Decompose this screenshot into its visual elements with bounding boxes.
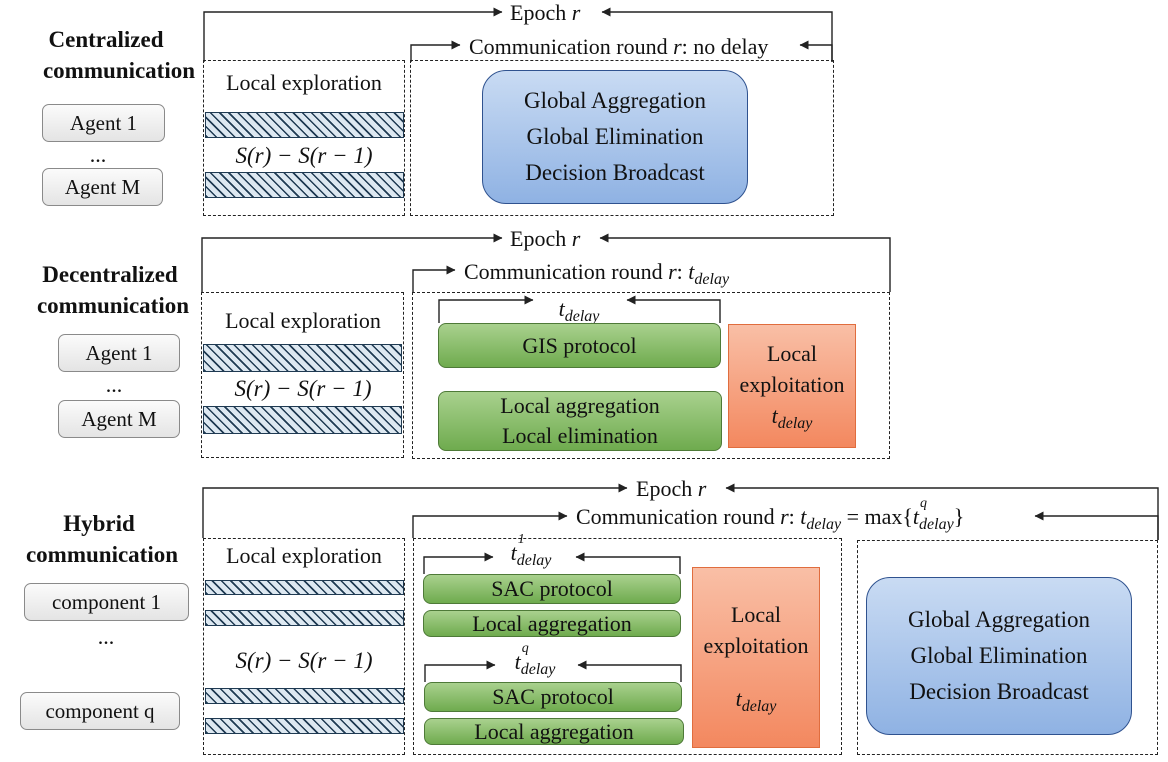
gis-delay-arrow-right	[626, 295, 721, 323]
hybrid-exploit-delay: tdelay	[735, 685, 777, 715]
hybrid-comm-round-arrow-left	[412, 511, 568, 538]
hybrid-global-aggregation: Global Aggregation	[907, 607, 1091, 632]
hybrid-title-line1: Hybrid	[63, 511, 135, 536]
sac-protocol-box-q: SAC protocol	[424, 682, 682, 712]
hybrid-local-aggregation-label-q: Local aggregation	[474, 718, 634, 744]
hybrid-local-exploration-label: Local exploration	[226, 543, 382, 568]
centralized-agent-m: Agent M	[42, 168, 163, 206]
hybrid-hatch-3	[205, 688, 404, 704]
hybrid-global-box: Global Aggregation Global Elimination De…	[866, 577, 1132, 735]
hybrid-epoch-arrow-left	[202, 483, 628, 538]
hybrid-local-aggregation-box-q: Local aggregation	[424, 718, 684, 745]
centralized-hatch-top	[205, 112, 404, 138]
hybrid-title-line2: communication	[25, 542, 179, 567]
sac-protocol-box-1: SAC protocol	[423, 574, 681, 604]
gis-delay-arrow-left	[438, 295, 534, 323]
hybrid-comm-round-box	[413, 538, 842, 755]
centralized-epoch-arrow-right	[601, 7, 833, 62]
centralized-hatch-bottom	[205, 172, 404, 198]
gis-protocol-box: GIS protocol	[438, 323, 721, 368]
centralized-exploration-box	[203, 60, 405, 216]
centralized-local-exploration-label: Local exploration	[226, 70, 382, 95]
hybrid-global-elimination: Global Elimination	[910, 643, 1088, 668]
hybrid-local-aggregation-box-1: Local aggregation	[423, 610, 681, 637]
decentralized-exploit-line1: Local	[766, 341, 818, 366]
decentralized-local-agg-elim-box: Local aggregation Local elimination	[438, 391, 722, 451]
centralized-epoch-arrow-left	[203, 7, 503, 62]
decentralized-agent-m: Agent M	[58, 400, 180, 438]
hybrid-comm-round-arrow-right	[1034, 511, 1159, 540]
decentralized-epoch-arrow-left	[201, 233, 503, 292]
hybrid-exploit-line2: exploitation	[703, 632, 809, 658]
hybrid-exploration-box	[203, 538, 405, 755]
sacq-delay-arrow-right	[577, 660, 682, 682]
hybrid-hatch-1	[205, 580, 404, 595]
decentralized-epoch-label: Epoch r	[510, 226, 581, 251]
centralized-title-line1: Centralized	[48, 27, 164, 52]
centralized-global-aggregation: Global Aggregation	[523, 88, 707, 113]
decentralized-title-line2: communication	[36, 293, 190, 318]
decentralized-hatch-bottom	[203, 406, 402, 434]
decentralized-title-line1: Decentralized	[42, 262, 178, 287]
centralized-comm-round-arrow-right	[799, 40, 833, 62]
centralized-decision-broadcast: Decision Broadcast	[525, 160, 705, 185]
decentralized-exploit-delay: tdelay	[771, 403, 813, 432]
centralized-comm-round-arrow-left	[410, 40, 461, 62]
centralized-global-box: Global Aggregation Global Elimination De…	[482, 70, 748, 204]
hybrid-hatch-4	[205, 718, 404, 734]
decentralized-agent-1: Agent 1	[58, 334, 180, 372]
decentralized-comm-round-label: Communication round r: tdelay	[464, 259, 730, 288]
decentralized-sr-label: S(r) − S(r − 1)	[234, 376, 372, 401]
centralized-global-elimination: Global Elimination	[526, 124, 704, 149]
decentralized-local-exploitation-box: Local exploitation tdelay	[728, 324, 856, 448]
sac1-delay-arrow-left	[423, 552, 494, 574]
decentralized-local-exploration-label: Local exploration	[225, 308, 381, 333]
gis-protocol-label: GIS protocol	[522, 332, 637, 358]
decentralized-agent-ellipsis: ...	[105, 372, 123, 397]
hybrid-epoch-arrow-right	[725, 483, 1159, 540]
hybrid-local-aggregation-label-1: Local aggregation	[472, 610, 632, 636]
hybrid-component-1: component 1	[24, 583, 189, 621]
hybrid-sr-label: S(r) − S(r − 1)	[235, 648, 373, 673]
hybrid-hatch-2	[205, 610, 404, 626]
sac1-delay-arrow-right	[575, 552, 681, 574]
decentralized-comm-round-arrow-left	[412, 265, 456, 292]
sacq-delay-arrow-left	[424, 660, 496, 682]
centralized-agent-1: Agent 1	[42, 104, 165, 142]
decentralized-exploit-line2: exploitation	[739, 372, 845, 397]
centralized-sr-label: S(r) − S(r − 1)	[235, 143, 373, 168]
hybrid-component-ellipsis: ...	[97, 624, 115, 649]
sac-protocol-label-q: SAC protocol	[492, 684, 614, 709]
centralized-title-line2: communication	[42, 58, 196, 83]
hybrid-global-outer-box	[857, 540, 1158, 755]
hybrid-component-q: component q	[20, 692, 180, 730]
centralized-agent-ellipsis: ...	[89, 142, 107, 167]
hybrid-local-exploitation-box: Local exploitation tdelay	[692, 567, 820, 748]
centralized-comm-round-box	[410, 60, 834, 216]
sac-protocol-label-1: SAC protocol	[491, 576, 613, 601]
decentralized-exploration-box	[201, 292, 404, 458]
decentralized-hatch-top	[203, 344, 402, 372]
decentralized-epoch-arrow-right	[599, 233, 891, 292]
decentralized-comm-round-box	[412, 292, 890, 459]
hybrid-epoch-label: Epoch r	[636, 476, 707, 501]
centralized-comm-round-label: Communication round r: no delay	[469, 34, 769, 59]
centralized-epoch-label: Epoch r	[510, 0, 581, 25]
hybrid-exploit-line1: Local	[730, 601, 782, 627]
decentralized-local-aggregation: Local aggregation	[500, 393, 660, 418]
hybrid-decision-broadcast: Decision Broadcast	[909, 679, 1089, 704]
decentralized-gis-delay-label: tdelay	[558, 296, 600, 325]
decentralized-local-elimination: Local elimination	[502, 423, 658, 448]
